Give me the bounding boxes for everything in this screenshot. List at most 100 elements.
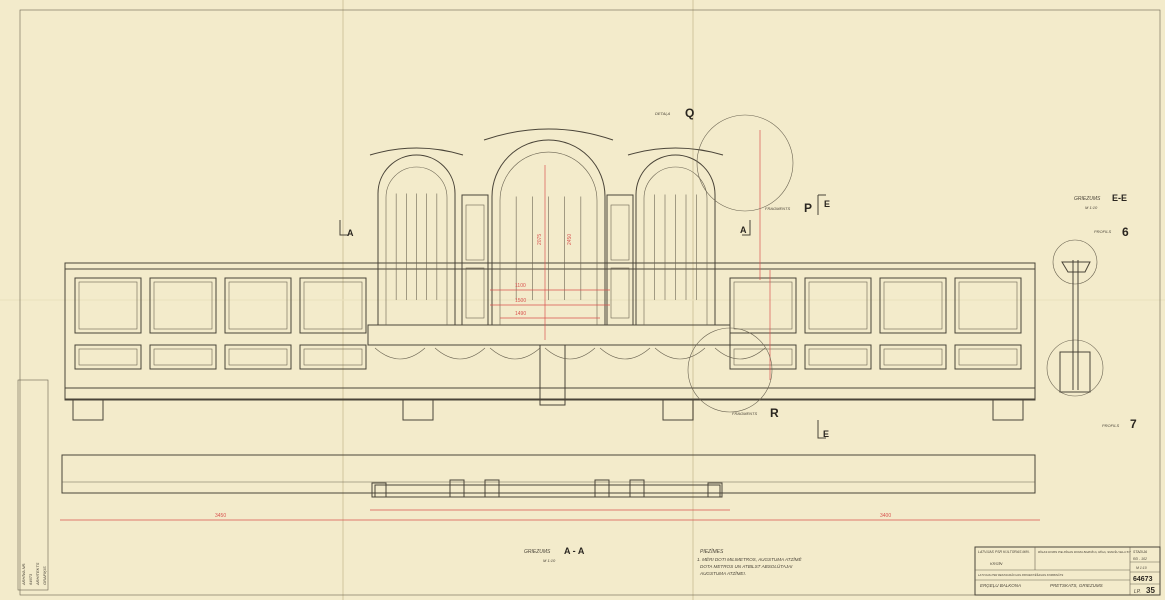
detail-p-prefix: FRAGMENTS — [765, 206, 790, 211]
panel-inset — [808, 281, 868, 330]
detail-r-prefix: FRAGMENTS — [732, 411, 757, 416]
sheet-border — [19, 9, 1161, 596]
object-text: RĪGAS DOMS PIE RĪGAS DOMA BAZNĪCA, RĪGA,… — [1038, 549, 1131, 554]
archive-number: 64673 — [1133, 576, 1153, 583]
section-aa-scale: M 1:10 — [543, 558, 556, 563]
panel-inset — [303, 348, 363, 366]
panel — [224, 277, 292, 334]
panel-inset — [228, 281, 288, 330]
bracket-arc — [654, 347, 706, 360]
section-marker-a: A — [740, 225, 747, 235]
arch-cornice — [627, 147, 724, 156]
panel-inset — [153, 348, 213, 366]
foot — [402, 399, 434, 421]
scale-text: M 1:10 — [1136, 566, 1147, 570]
panel-inset — [883, 348, 943, 366]
panel-inset — [228, 348, 288, 366]
panel — [879, 344, 947, 370]
foot — [992, 399, 1024, 421]
panel — [954, 344, 1022, 370]
notes: PIEZĪMES 1. MĒRI DOTI MILIMETROS, AUGSTU… — [697, 548, 802, 576]
section-ee-title: GRIEZUMS — [1074, 196, 1101, 202]
balcony-elevation — [64, 128, 1036, 421]
panel-inset — [958, 348, 1018, 366]
pilaster-inset — [465, 267, 485, 319]
stage-label: STADIJA — [1133, 550, 1148, 554]
profile-7-label: 7 — [1130, 417, 1137, 431]
section-e-e — [1059, 260, 1091, 393]
stage-value: RD - 102 — [1133, 557, 1147, 561]
dimension-label: 3450 — [215, 513, 226, 519]
pilaster-panel — [606, 194, 634, 326]
panel — [804, 344, 872, 370]
detail-q-label: Q — [685, 106, 694, 120]
dimension-label: 1100 — [515, 283, 526, 289]
profile-6-prefix: PROFILS — [1094, 229, 1111, 234]
detail-q-prefix: DETAĻA — [655, 111, 671, 116]
panel-inset — [733, 348, 793, 366]
stamp-text: ARHĪVA NR. — [21, 562, 26, 586]
panel-inset — [808, 348, 868, 366]
panel-inset — [883, 281, 943, 330]
arch-frame — [635, 154, 716, 325]
section-aa-title: GRIEZUMS — [524, 549, 551, 555]
notes-title: PIEZĪMES — [700, 548, 724, 555]
section-marker-a: A — [347, 228, 354, 238]
panel — [149, 277, 217, 334]
dimension-lines: 2075 1100 1500 2450 1490 3450 3400 — [60, 114, 1104, 521]
panel-inset — [78, 348, 138, 366]
stamp-text: GRAFIĶIS — [42, 566, 47, 585]
panel-inset — [78, 281, 138, 330]
pilaster-panel — [461, 194, 489, 326]
pilaster-inset — [465, 204, 485, 261]
title-block: LATVIJAS PSR KULTŪRAS MIN. KRŪĪN RĪGAS D… — [974, 546, 1161, 596]
stamp-text: ARHITEKTS — [35, 562, 40, 586]
arch-cornice — [483, 128, 614, 141]
bracket-arc — [714, 347, 766, 360]
foot — [72, 399, 104, 421]
panel-inset — [153, 281, 213, 330]
sheet-prefix: LP. — [1134, 589, 1141, 595]
signer-text: KRŪĪN — [990, 561, 1003, 566]
dimension-label: 1490 — [515, 311, 526, 317]
detail-r-label: R — [770, 406, 779, 420]
section-marker-e: E — [824, 199, 830, 209]
dimension-label: 3400 — [880, 513, 891, 519]
bracket-arc — [544, 347, 596, 360]
section-markers: A A E E DETAĻA Q FRAGMENTS P FRAGMENTS R… — [339, 106, 1137, 563]
panel — [879, 277, 947, 334]
panel — [729, 344, 797, 370]
panel — [299, 277, 367, 334]
stamp-text: 64673 — [28, 573, 33, 585]
panel — [74, 344, 142, 370]
profile-6-label: 6 — [1122, 225, 1129, 239]
arch-opening — [643, 166, 708, 325]
notes-line: AUGSTUMA ATZĪMEI. — [699, 570, 746, 576]
arch-frame — [491, 139, 606, 325]
arch-frame — [377, 154, 456, 325]
panel — [299, 344, 367, 370]
panel-inset — [303, 281, 363, 330]
drawing-title: ERĢEĻU BALKONA — [980, 583, 1021, 588]
arch-cornice — [369, 147, 464, 156]
sheet-number: 35 — [1146, 586, 1155, 595]
arch-opening — [385, 166, 448, 325]
pilaster-inset — [610, 204, 630, 261]
institute-text: LATVIJAS PSR RESTAURĀCIJAS PROJEKTĒŠANAS… — [978, 572, 1063, 577]
dimension-label: 2075 — [537, 234, 543, 245]
detail-p-label: P — [804, 201, 812, 215]
section-marker-e: E — [823, 429, 829, 439]
arch-opening — [499, 151, 598, 325]
bracket-arc — [434, 347, 486, 360]
pilaster-inset — [610, 267, 630, 319]
section-ee-letters: E-E — [1112, 193, 1127, 203]
dimension-label: 2450 — [567, 234, 573, 245]
panel — [804, 277, 872, 334]
panel-inset — [733, 281, 793, 330]
dimension-label: 1500 — [515, 298, 526, 304]
profile-7-prefix: PROFILS — [1102, 423, 1119, 428]
ministry-text: LATVIJAS PSR KULTŪRAS MIN. — [978, 550, 1030, 554]
notes-line: 1. MĒRI DOTI MILIMETROS, AUGSTUMA ATZĪMĒ — [697, 556, 802, 562]
